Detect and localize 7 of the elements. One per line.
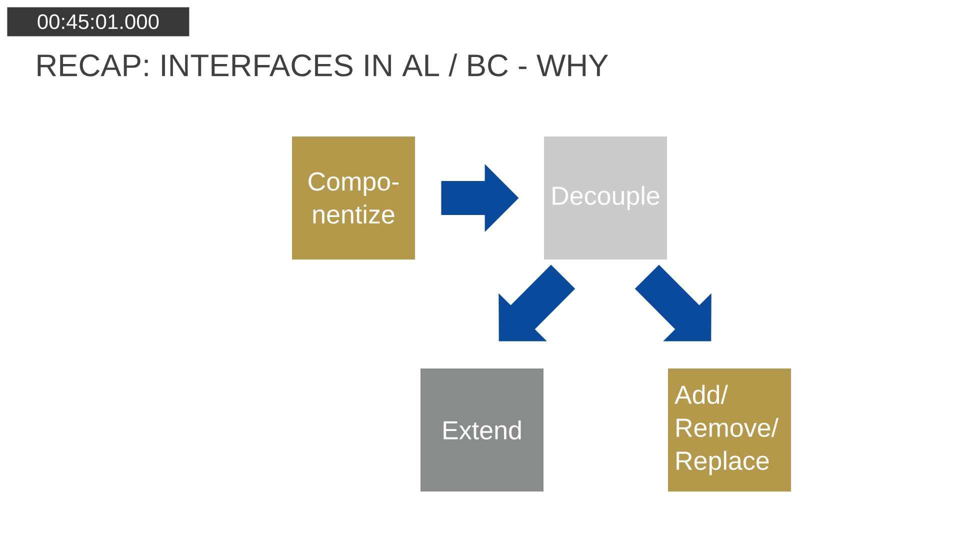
- timestamp: 00:45:01.000: [7, 7, 190, 36]
- process-box: Compo- nentize: [292, 136, 415, 260]
- slide-title: RECAP: INTERFACES IN AL / BC - WHY: [38, 54, 608, 76]
- process-box: Extend: [420, 368, 544, 492]
- block-arrow: [634, 264, 712, 342]
- block-arrow: [498, 264, 576, 342]
- process-box: Add/ Remove/ Replace: [668, 368, 791, 492]
